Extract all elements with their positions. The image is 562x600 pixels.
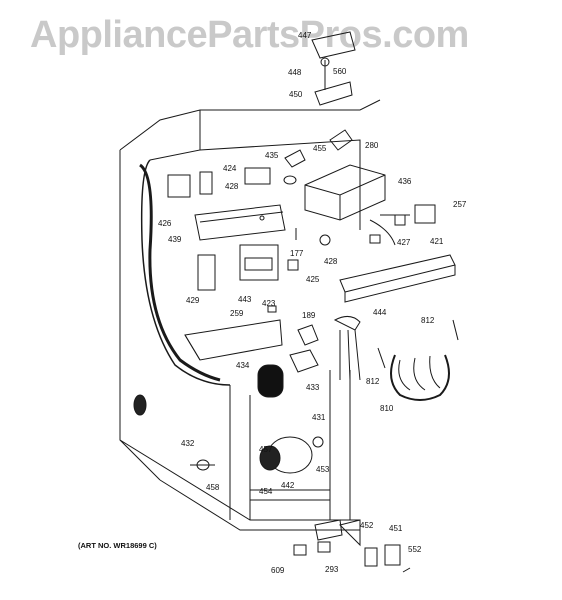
part-label: 447: [298, 31, 312, 40]
watermark: AppliancePartsPros.com: [30, 14, 469, 56]
part-label: 436: [398, 177, 412, 186]
part-label: 428: [225, 182, 239, 191]
part-label: 257: [453, 200, 467, 209]
part-label: 424: [223, 164, 237, 173]
part-label: 451: [389, 524, 403, 533]
part-label: 448: [288, 68, 302, 77]
part-label: 439: [168, 235, 182, 244]
part-label: 429: [186, 296, 200, 305]
part-label: 442: [281, 481, 295, 490]
part-label: 434: [236, 361, 250, 370]
part-label: 810: [380, 404, 394, 413]
part-label: 427: [397, 238, 411, 247]
part-label: 431: [312, 413, 326, 422]
part-label: 455: [313, 144, 327, 153]
part-label: 609: [271, 566, 285, 575]
part-label: 560: [333, 67, 347, 76]
part-label: 454: [259, 487, 273, 496]
part-label: 189: [302, 311, 316, 320]
part-label: 552: [408, 545, 422, 554]
part-label: 259: [230, 309, 244, 318]
part-label: 452: [360, 521, 374, 530]
part-label: 423: [262, 299, 276, 308]
part-label: 453: [316, 465, 330, 474]
part-label: 425: [306, 275, 320, 284]
part-label: 177: [290, 249, 304, 258]
part-label: 432: [181, 439, 195, 448]
part-label: 293: [325, 565, 339, 574]
part-label: 812: [366, 377, 380, 386]
art-number: (ART NO. WR18699 C): [78, 541, 157, 550]
part-label: 444: [373, 308, 387, 317]
part-label: 435: [265, 151, 279, 160]
part-label: 426: [158, 219, 172, 228]
part-label: 457: [259, 445, 273, 454]
part-label: 280: [365, 141, 379, 150]
part-label: 443: [238, 295, 252, 304]
part-label: 458: [206, 483, 220, 492]
part-label: 421: [430, 237, 444, 246]
part-label: 428: [324, 257, 338, 266]
part-label: 433: [306, 383, 320, 392]
part-label: 812: [421, 316, 435, 325]
part-label: 450: [289, 90, 303, 99]
